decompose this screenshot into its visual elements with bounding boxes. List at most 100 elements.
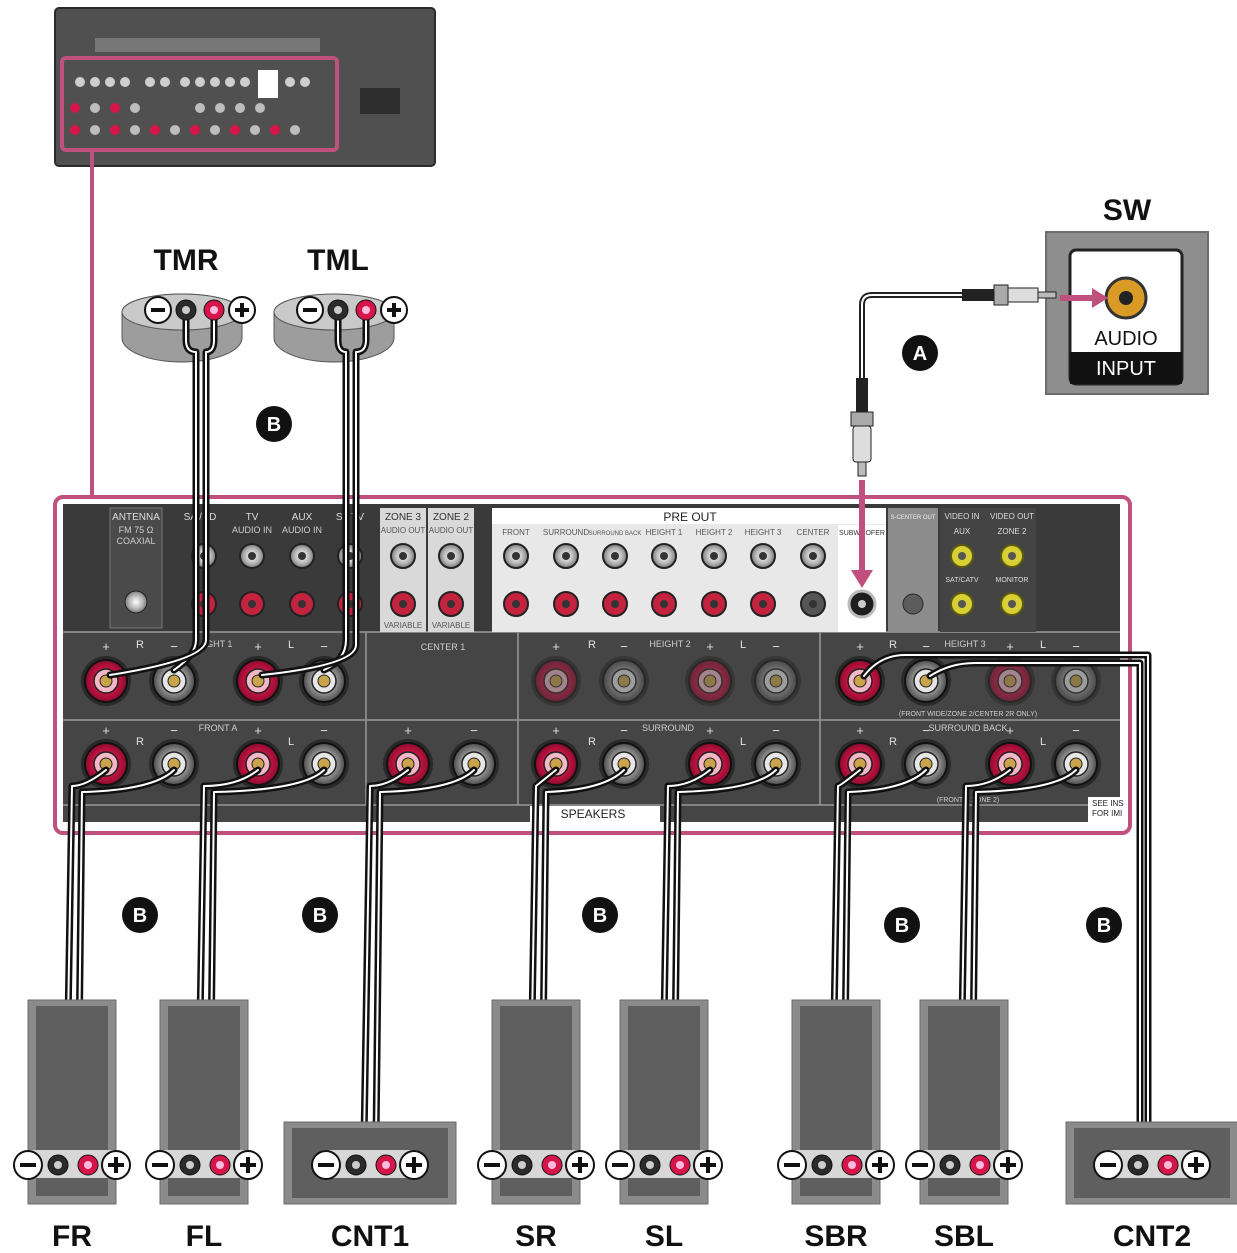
plus-mark: + [254, 639, 262, 654]
sl-speaker: SL [605, 999, 723, 1253]
sat-catv-label: SAT/CATV [945, 577, 979, 584]
cable-core [959, 769, 1011, 1141]
zone2-variable-label: VARIABLE [432, 621, 471, 630]
negative-terminal [1051, 739, 1101, 789]
sa-tv-label: SA TV [336, 512, 364, 523]
antenna-sub1-label: FM 75 Ω [119, 525, 154, 535]
minus-mark: − [922, 639, 930, 654]
zone2-audio-out-label: AUDIO OUT [429, 526, 474, 535]
cable-core [929, 662, 1141, 1141]
cable-core [375, 769, 475, 1141]
svg-text:B: B [593, 905, 607, 927]
cable-marker-b: B [302, 897, 338, 933]
left-channel-mark: L [288, 736, 294, 748]
cable-core [843, 769, 927, 1141]
sbr-label: SBR [804, 1220, 868, 1253]
cable-core [541, 769, 625, 1141]
zone3-label: ZONE 3 [385, 512, 422, 523]
plus-mark: + [102, 639, 110, 654]
subwoofer-label: SW [1103, 194, 1152, 227]
cnt1-label: CNT1 [331, 1220, 409, 1253]
overview-highlight-frame [60, 56, 339, 152]
pre-surround-label: SURROUND [543, 528, 589, 537]
tv-audio-in-label: AUDIO IN [232, 525, 272, 535]
height1-section-label: IGHT 1 [204, 639, 233, 649]
cnt2-speaker: CNT2 [1065, 1121, 1237, 1253]
center1-section-label: CENTER 1 [421, 642, 466, 652]
cable-marker-b: B [1086, 907, 1122, 943]
positive-terminal [233, 656, 283, 706]
cable-core [831, 769, 861, 1141]
terminal-plate [1102, 1150, 1202, 1178]
fr-speaker: FR [13, 999, 131, 1253]
minus-mark: − [470, 723, 478, 738]
cable-core [197, 769, 259, 1141]
subwoofer-cable [847, 284, 1108, 619]
minus-mark: − [1072, 639, 1080, 654]
fr-label: FR [52, 1220, 92, 1253]
terminal-plate [786, 1150, 886, 1178]
cnt1-speaker: CNT1 [283, 1121, 457, 1253]
terminal-plate [22, 1150, 122, 1178]
zone3-audio-out-label: AUDIO OUT [381, 526, 426, 535]
cable-core [77, 769, 175, 1141]
negative-terminal [751, 656, 801, 706]
zone3-variable-label: VARIABLE [384, 621, 423, 630]
plus-mark: + [254, 723, 262, 738]
pre-surround-back-label: SURROUND BACK [589, 531, 642, 537]
terminal-plate [486, 1150, 586, 1178]
terminal-plate [914, 1150, 1014, 1178]
aux-label: AUX [292, 512, 313, 523]
subwoofer-audio-label: AUDIO [1094, 328, 1157, 350]
cable-core [673, 769, 777, 1141]
plus-mark: + [706, 723, 714, 738]
minus-mark: − [320, 639, 328, 654]
pre-height1-label: HEIGHT 1 [646, 528, 683, 537]
pre-front-label: FRONT [502, 528, 530, 537]
tmr-label: TMR [154, 244, 219, 277]
receiver-rear-panel: ANTENNA FM 75 Ω COAXIAL SA /CD TV AUDIO … [53, 495, 1132, 835]
positive-terminal [81, 656, 131, 706]
cable-marker-b: B [582, 897, 618, 933]
sl-label: SL [645, 1220, 683, 1253]
minus-mark: − [320, 723, 328, 738]
cable-marker-a: A [902, 335, 938, 371]
negative-terminal [599, 656, 649, 706]
cable-marker-b: B [884, 907, 920, 943]
height3-section-label: HEIGHT 3 [944, 639, 985, 649]
subwoofer-panel: SW AUDIO INPUT [1045, 194, 1209, 395]
surround-section-label: SURROUND [642, 723, 695, 733]
minus-mark: − [620, 723, 628, 738]
cable-marker-b: B [122, 897, 158, 933]
plus-mark: + [1006, 723, 1014, 738]
zone2-label: ZONE 2 [433, 512, 470, 523]
receiver-overview [54, 7, 436, 497]
cable-core [971, 769, 1077, 1141]
svg-text:B: B [313, 905, 327, 927]
antenna-label: ANTENNA [112, 512, 160, 523]
left-channel-mark: L [288, 639, 294, 651]
pre-center-label: CENTER [797, 528, 830, 537]
tml-label: TML [307, 244, 369, 277]
left-channel-mark: L [740, 639, 746, 651]
pre-height3-label: HEIGHT 3 [745, 528, 782, 537]
minus-mark: − [1072, 723, 1080, 738]
cable-core [209, 769, 325, 1141]
sr-label: SR [515, 1220, 557, 1253]
right-channel-mark: R [136, 639, 144, 651]
sbr-speaker: SBR [777, 999, 895, 1253]
sr-speaker: SR [477, 999, 595, 1253]
minus-mark: − [772, 639, 780, 654]
pre-out-label: PRE OUT [663, 510, 717, 524]
aux-audio-in-label: AUDIO IN [282, 525, 322, 535]
video-out-label: VIDEO OUT [990, 512, 1034, 521]
for-imi-label: FOR IMI [1092, 809, 1122, 818]
sat-cd-label: SA /CD [184, 512, 217, 523]
plus-mark: + [706, 639, 714, 654]
cable-core [363, 769, 409, 1141]
plus-mark: + [552, 723, 560, 738]
cnt2-label: CNT2 [1113, 1220, 1191, 1253]
